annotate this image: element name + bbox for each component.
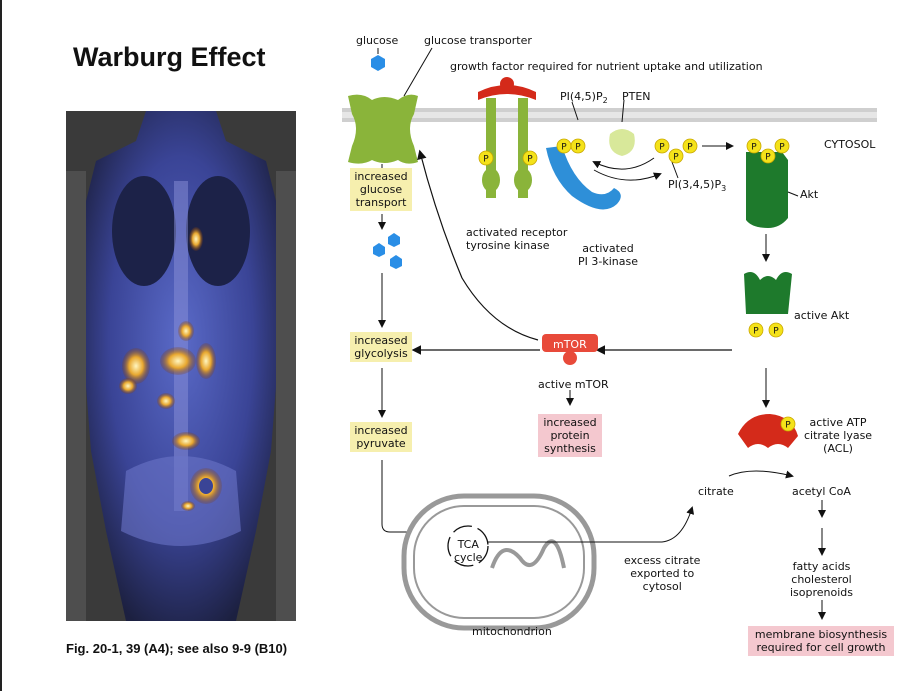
label-cytosol: CYTOSOL [824, 138, 876, 151]
label-mitochondrion: mitochondrion [472, 625, 552, 638]
left-border [0, 0, 2, 691]
slide-title: Warburg Effect [73, 42, 266, 72]
receptor-tyrosine-kinase-icon [478, 77, 536, 198]
label-acetyl-coa: acetyl CoA [792, 485, 851, 498]
pi3k-enzyme-icon [546, 146, 621, 210]
glucose-hexagon-icon [390, 255, 402, 269]
figure-caption: Fig. 20-1, 39 (A4); see also 9-9 (B10) [66, 641, 288, 656]
tca-cycle-icon [447, 525, 489, 567]
pet-scan-image [66, 111, 296, 621]
label-growth-factor: growth factor required for nutrient upta… [450, 60, 763, 73]
phosphate-label: P [779, 143, 785, 153]
mtor-protein-icon [542, 334, 598, 352]
phosphate-label: P [527, 155, 533, 165]
phosphate-label: P [673, 153, 679, 163]
phosphate-label: P [575, 143, 581, 153]
pten-enzyme-icon [609, 129, 635, 156]
label-pi345p3: PI(3,4,5)P3 [668, 178, 727, 194]
phosphate-label: P [773, 327, 779, 337]
phosphate-label: P [561, 143, 567, 153]
glucose-hexagon-icon [373, 243, 385, 257]
akt-protein-icon [746, 152, 788, 228]
label-akt: Akt [800, 188, 819, 201]
glucose-hexagon-icon [388, 233, 400, 247]
phosphate-label: P [765, 153, 771, 163]
label-pten: PTEN [622, 90, 651, 103]
glucose-transporter-icon [348, 94, 418, 164]
phosphate-label: P [483, 155, 489, 165]
phosphate-label: P [751, 143, 757, 153]
glucose-hexagon-icon [371, 55, 385, 71]
label-active-mtor: active mTOR [538, 378, 609, 391]
phosphate-label: P [659, 143, 665, 153]
label-pi45p2: PI(4,5)P2 [560, 90, 608, 106]
label-glucose-transporter: glucose transporter [424, 34, 532, 47]
mitochondrion-icon [401, 493, 597, 631]
active-akt-protein-icon [744, 272, 792, 314]
label-mtor: mTOR [553, 338, 587, 351]
phosphate-label: P [785, 421, 791, 431]
label-glucose: glucose [356, 34, 399, 47]
label-citrate: citrate [698, 485, 734, 498]
label-active-akt: active Akt [794, 309, 850, 322]
phosphate-label: P [687, 143, 693, 153]
phosphate-label: P [753, 327, 759, 337]
